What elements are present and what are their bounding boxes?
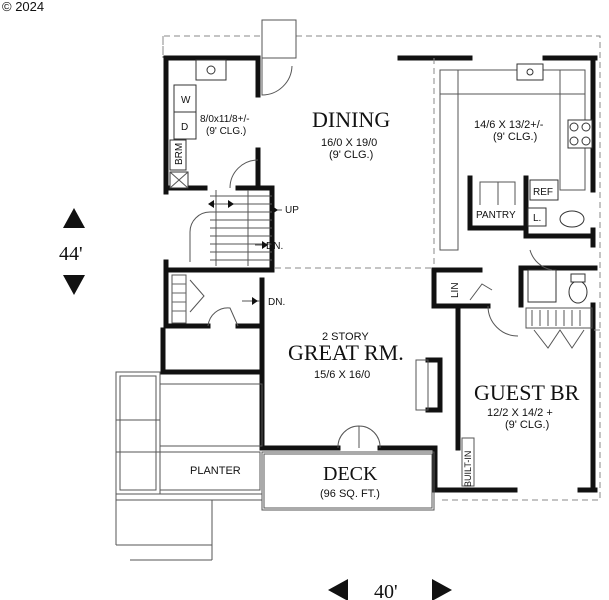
arrow-right-icon [432,579,452,600]
dining-size: 16/0 X 19/0 [321,137,377,149]
fireplace-hearth [415,359,429,411]
copyright-text: © 2024 [2,0,44,14]
room-dividers [275,58,600,331]
arrow-up-icon [63,208,85,228]
stair-up-label: UP [285,205,299,216]
great-room-two-story: 2 STORY [322,331,369,343]
refrigerator [529,179,559,201]
laundry-size: 8/0x11/8+/- [200,114,250,125]
deck-doors [337,425,381,449]
guest-closet [461,305,593,487]
guest-size: 12/2 X 14/2 + [487,407,553,419]
shower [527,269,557,303]
planter-label: PLANTER [190,465,241,477]
great-room-title: GREAT RM. [288,340,404,365]
toilet [568,280,588,304]
landscape [115,371,263,561]
laundry-door [229,159,259,189]
deck-area [261,451,435,511]
deck-size: (96 SQ. FT.) [320,488,380,500]
walls [160,55,598,493]
built-in-cabinet [461,437,475,487]
dining-title: DINING [312,107,390,132]
deck-title: DECK [323,463,378,485]
pantry-doors [479,181,516,205]
broom-closet [169,139,187,171]
broom-label: BRM [174,143,185,165]
built-in-label: BUILT-IN [463,451,473,487]
dryer [173,111,197,140]
guest-title: GUEST BR [474,380,580,405]
stair-closet [171,274,239,327]
guest-door [487,305,519,337]
kitchen-clg: (9' CLG.) [493,131,537,143]
front-door [261,58,293,96]
laundry-clg: (9' CLG.) [206,126,246,137]
bath-door [529,249,553,271]
flue-box [261,19,297,59]
linen-door [469,283,493,301]
dryer-label: D [181,122,188,133]
stair-down-label-upper: DN. [266,241,283,252]
kitchen-counters [439,63,593,251]
stair-down-label-lower: DN. [268,297,285,308]
pantry-label: PANTRY [476,210,516,221]
linen-label: LIN [450,282,461,298]
dining-clg: (9' CLG.) [329,149,373,161]
linen-small-closet [527,207,547,227]
width-dimension: 40' [374,581,398,600]
bathroom-fixtures [527,249,588,304]
great-room-size: 15/6 X 16/0 [314,369,370,381]
linen-small-label: L. [533,213,541,224]
guest-clg: (9' CLG.) [505,419,549,431]
stairs [189,190,282,305]
kitchen-size: 14/6 X 13/2+/- [474,119,544,131]
exterior-outline [162,35,601,501]
laundry-fixtures [169,59,259,189]
arrow-down-icon [63,275,85,295]
arrow-left-icon [328,579,348,600]
bath-sink [559,210,585,228]
dimension-width [328,579,452,600]
depth-dimension: 44' [59,243,83,265]
ref-label: REF [533,187,553,198]
washer-label: W [181,95,191,106]
dimension-depth [63,208,85,295]
